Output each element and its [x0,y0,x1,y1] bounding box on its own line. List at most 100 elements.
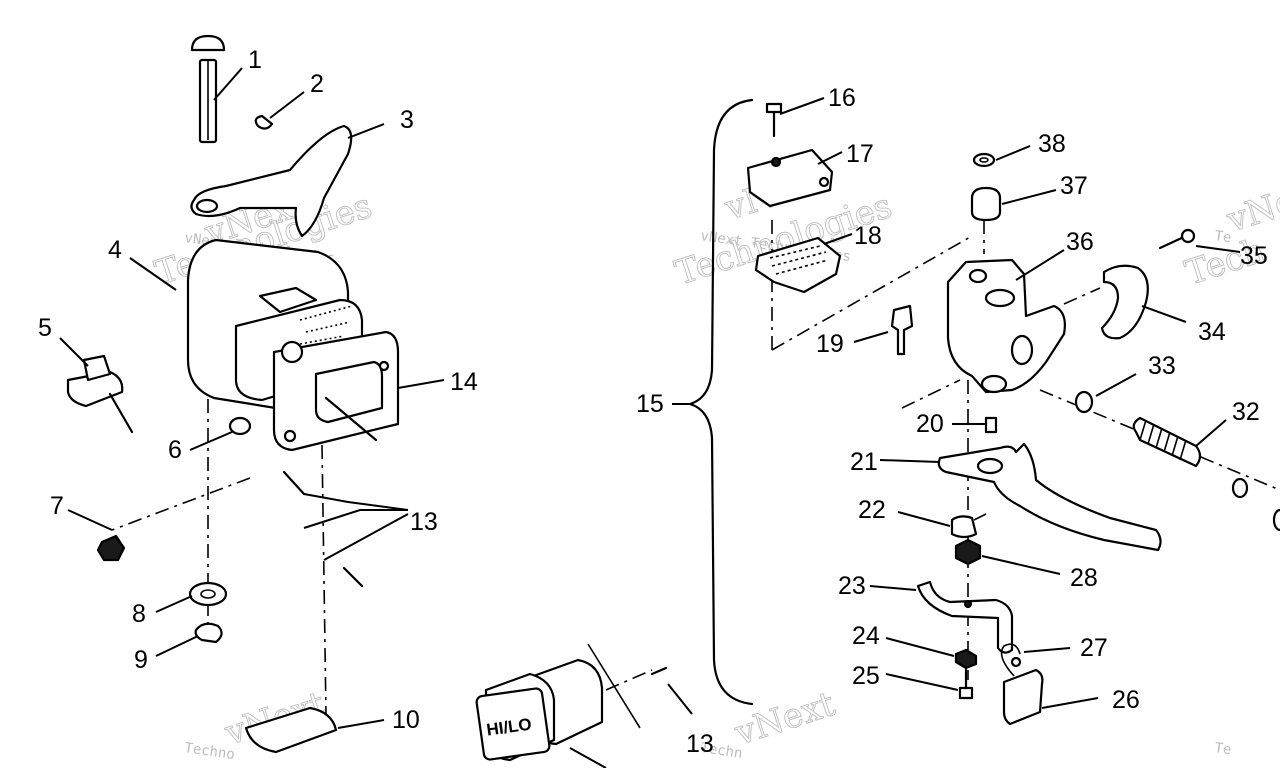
callout-20: 20 [916,410,944,438]
switch-housing-part [186,238,400,452]
callout-26: 26 [1112,686,1140,714]
piston-pin-part [984,416,998,434]
callout-27: 27 [1080,634,1108,662]
leader-line [155,635,199,657]
center-axis-line [111,477,251,531]
leader-line [667,683,693,715]
callout-32: 32 [1232,398,1260,426]
leader-line [1195,419,1227,447]
leader-line [869,585,917,591]
screw-part [282,470,306,496]
callout-2: 2 [310,70,324,98]
hi-lo-switch-part: HI/LO [475,658,604,762]
brake-switch-bracket-part [916,580,1014,654]
leader-line [853,331,889,343]
callout-23: 23 [838,572,866,600]
e-clip-part [194,622,223,644]
callout-1: 1 [248,46,262,74]
leader-line [1141,305,1187,323]
callout-19: 19 [816,330,844,358]
callout-21: 21 [850,448,878,476]
leader-line [995,145,1031,161]
reservoir-cap-part [746,148,834,208]
callout-36: 36 [1066,228,1094,256]
callout-18: 18 [854,222,882,250]
lever-pivot-hole [976,457,1004,475]
leader-line [569,747,607,768]
callout-22: 22 [858,496,886,524]
callout-25: 25 [852,662,880,690]
callout-9: 9 [134,646,148,674]
callout-13: 13 [686,730,714,758]
screw-head [1180,228,1196,244]
leader-line [347,123,385,139]
leader-line [129,257,177,291]
cover-plate-part [244,706,338,754]
callout-35: 35 [1240,242,1268,270]
nut-part [954,538,982,566]
washer-part [1074,390,1094,414]
pin-part [190,34,226,144]
throttle-lever-part [190,124,353,238]
callout-10: 10 [392,706,420,734]
clamp-part [1100,264,1149,340]
watermark-caption-cut: Te [1213,740,1232,758]
callout-3: 3 [400,106,414,134]
leader-line [1023,647,1071,653]
leader-line [817,151,843,165]
nut-part [954,648,978,670]
leader-line [981,555,1061,575]
watermark-caption-cut: Techn [699,740,743,762]
thumb-knob-part [66,354,134,434]
washer-part [1272,508,1280,532]
leader-line [1095,373,1137,397]
center-axis-line [605,669,653,691]
center-axis-line [321,444,327,716]
banjo-bolt-part [890,304,914,356]
callout-6: 6 [168,436,182,464]
screw-part [342,566,364,588]
watermark-caption-cut: Techno [183,740,235,763]
leader-line [189,431,233,451]
center-axis-line [771,214,973,409]
switch-wire [1000,643,1021,677]
leader-line [269,91,305,119]
callout-14: 14 [450,368,478,396]
leader-line [897,511,951,527]
grommet-part [972,152,996,168]
leader-line [1001,189,1057,205]
callout-33: 33 [1148,352,1176,380]
screw-head [765,102,783,114]
washer-part [1231,477,1249,499]
bushing-part [228,416,252,436]
boot-cap-part [970,186,1002,222]
callout-7: 7 [50,492,64,520]
callout-34: 34 [1198,318,1226,346]
washer-part [188,581,228,607]
leader-line [1195,245,1241,253]
leader-line [1041,697,1099,709]
callout-28: 28 [1070,564,1098,592]
leader-line [67,509,113,531]
callout-24: 24 [852,622,880,650]
leader-line [587,643,641,729]
callout-38: 38 [1038,130,1066,158]
callout-4: 4 [108,236,122,264]
leader-line [397,379,445,389]
screw-part [958,686,974,700]
leader-line [337,719,385,729]
leader-line [155,595,193,613]
center-axis-line [1039,287,1280,491]
brake-light-switch-part [1002,668,1044,726]
screw-part [650,666,668,676]
lever-pivot-hole [195,198,219,214]
torsion-spring-part [950,515,978,539]
leader-line [885,637,955,657]
callout-16: 16 [828,84,856,112]
leader-line [885,673,959,691]
cap-screw-hole [818,176,830,188]
watermark-caption-cut: Te [1213,228,1232,246]
cap-screw-hole [770,156,782,168]
callout-15: 15 [636,390,664,418]
